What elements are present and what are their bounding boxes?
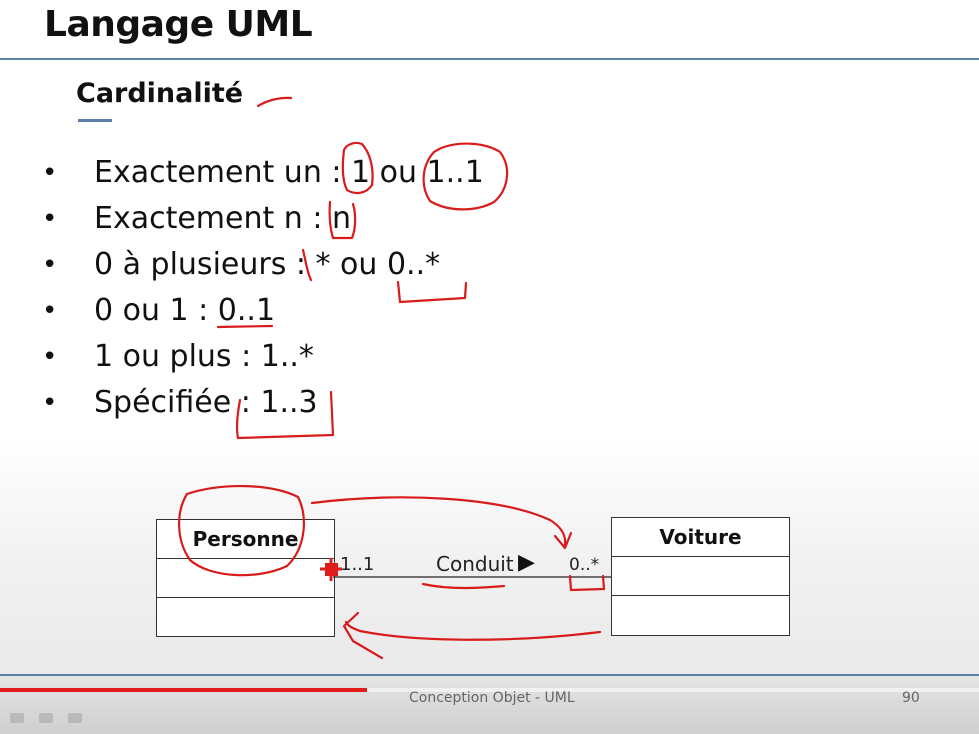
bullet-text: Spécifiée : 1..3 xyxy=(94,385,318,420)
page-number: 90 xyxy=(902,690,920,706)
bullet-dot: • xyxy=(42,158,58,188)
bullet-item: • 0 ou 1 : 0..1 xyxy=(40,288,484,334)
bullet-text: 1 ou plus : 1..* xyxy=(94,339,314,374)
ink-stroke xyxy=(310,496,567,547)
bullet-item: • Exactement un : 1 ou 1..1 xyxy=(40,150,484,196)
play-icon[interactable] xyxy=(10,713,24,723)
class-attributes xyxy=(612,557,789,596)
bullet-text: 0 ou 1 : 0..1 xyxy=(94,293,276,328)
bullet-item: • Spécifiée : 1..3 xyxy=(40,380,484,426)
ink-stroke xyxy=(342,611,384,660)
bullet-dot: • xyxy=(42,204,58,234)
bullet-item: • Exactement n : n xyxy=(40,196,484,242)
bullet-dot: • xyxy=(42,250,58,280)
video-progress-track[interactable] xyxy=(0,688,979,692)
video-progress-fill[interactable] xyxy=(0,688,368,692)
ink-stroke xyxy=(421,582,506,590)
ink-stroke xyxy=(256,96,293,108)
bullet-dot: • xyxy=(42,388,58,418)
bullet-list: • Exactement un : 1 ou 1..1 • Exactement n… xyxy=(40,150,484,426)
bullet-dot: • xyxy=(42,296,58,326)
association-name: Conduit xyxy=(436,552,514,576)
uml-class-personne: Personne xyxy=(156,519,335,637)
bullet-text: Exactement n : n xyxy=(94,201,352,236)
bullet-item: • 1 ou plus : 1..* xyxy=(40,334,484,380)
footer-title: Conception Objet - UML xyxy=(409,690,575,706)
footer-divider xyxy=(0,674,979,676)
ink-stroke xyxy=(553,531,573,550)
class-methods xyxy=(157,598,334,636)
bullet-text: Exactement un : 1 ou 1..1 xyxy=(94,155,484,190)
footer-bar xyxy=(0,676,979,734)
subtitle-underline xyxy=(78,119,112,122)
player-controls[interactable] xyxy=(10,708,140,728)
ink-stroke xyxy=(568,574,606,592)
slide-subtitle: Cardinalité xyxy=(76,78,244,109)
class-name: Personne xyxy=(157,520,334,559)
ink-stroke xyxy=(344,620,602,641)
volume-icon[interactable] xyxy=(68,713,83,723)
bullet-item: • 0 à plusieurs : * ou 0..* xyxy=(40,242,484,288)
direction-arrow-icon: ▶ xyxy=(518,550,535,575)
class-attributes xyxy=(157,559,334,598)
title-divider xyxy=(0,58,979,60)
next-icon[interactable] xyxy=(39,713,54,723)
class-name: Voiture xyxy=(612,518,789,557)
bullet-dot: • xyxy=(42,342,58,372)
uml-class-voiture: Voiture xyxy=(611,517,790,636)
multiplicity-right: 0..* xyxy=(569,555,600,575)
bullet-text: 0 à plusieurs : * ou 0..* xyxy=(94,247,441,282)
multiplicity-left: 1..1 xyxy=(340,554,375,575)
slide-title: Langage UML xyxy=(44,4,313,45)
class-methods xyxy=(612,596,789,634)
